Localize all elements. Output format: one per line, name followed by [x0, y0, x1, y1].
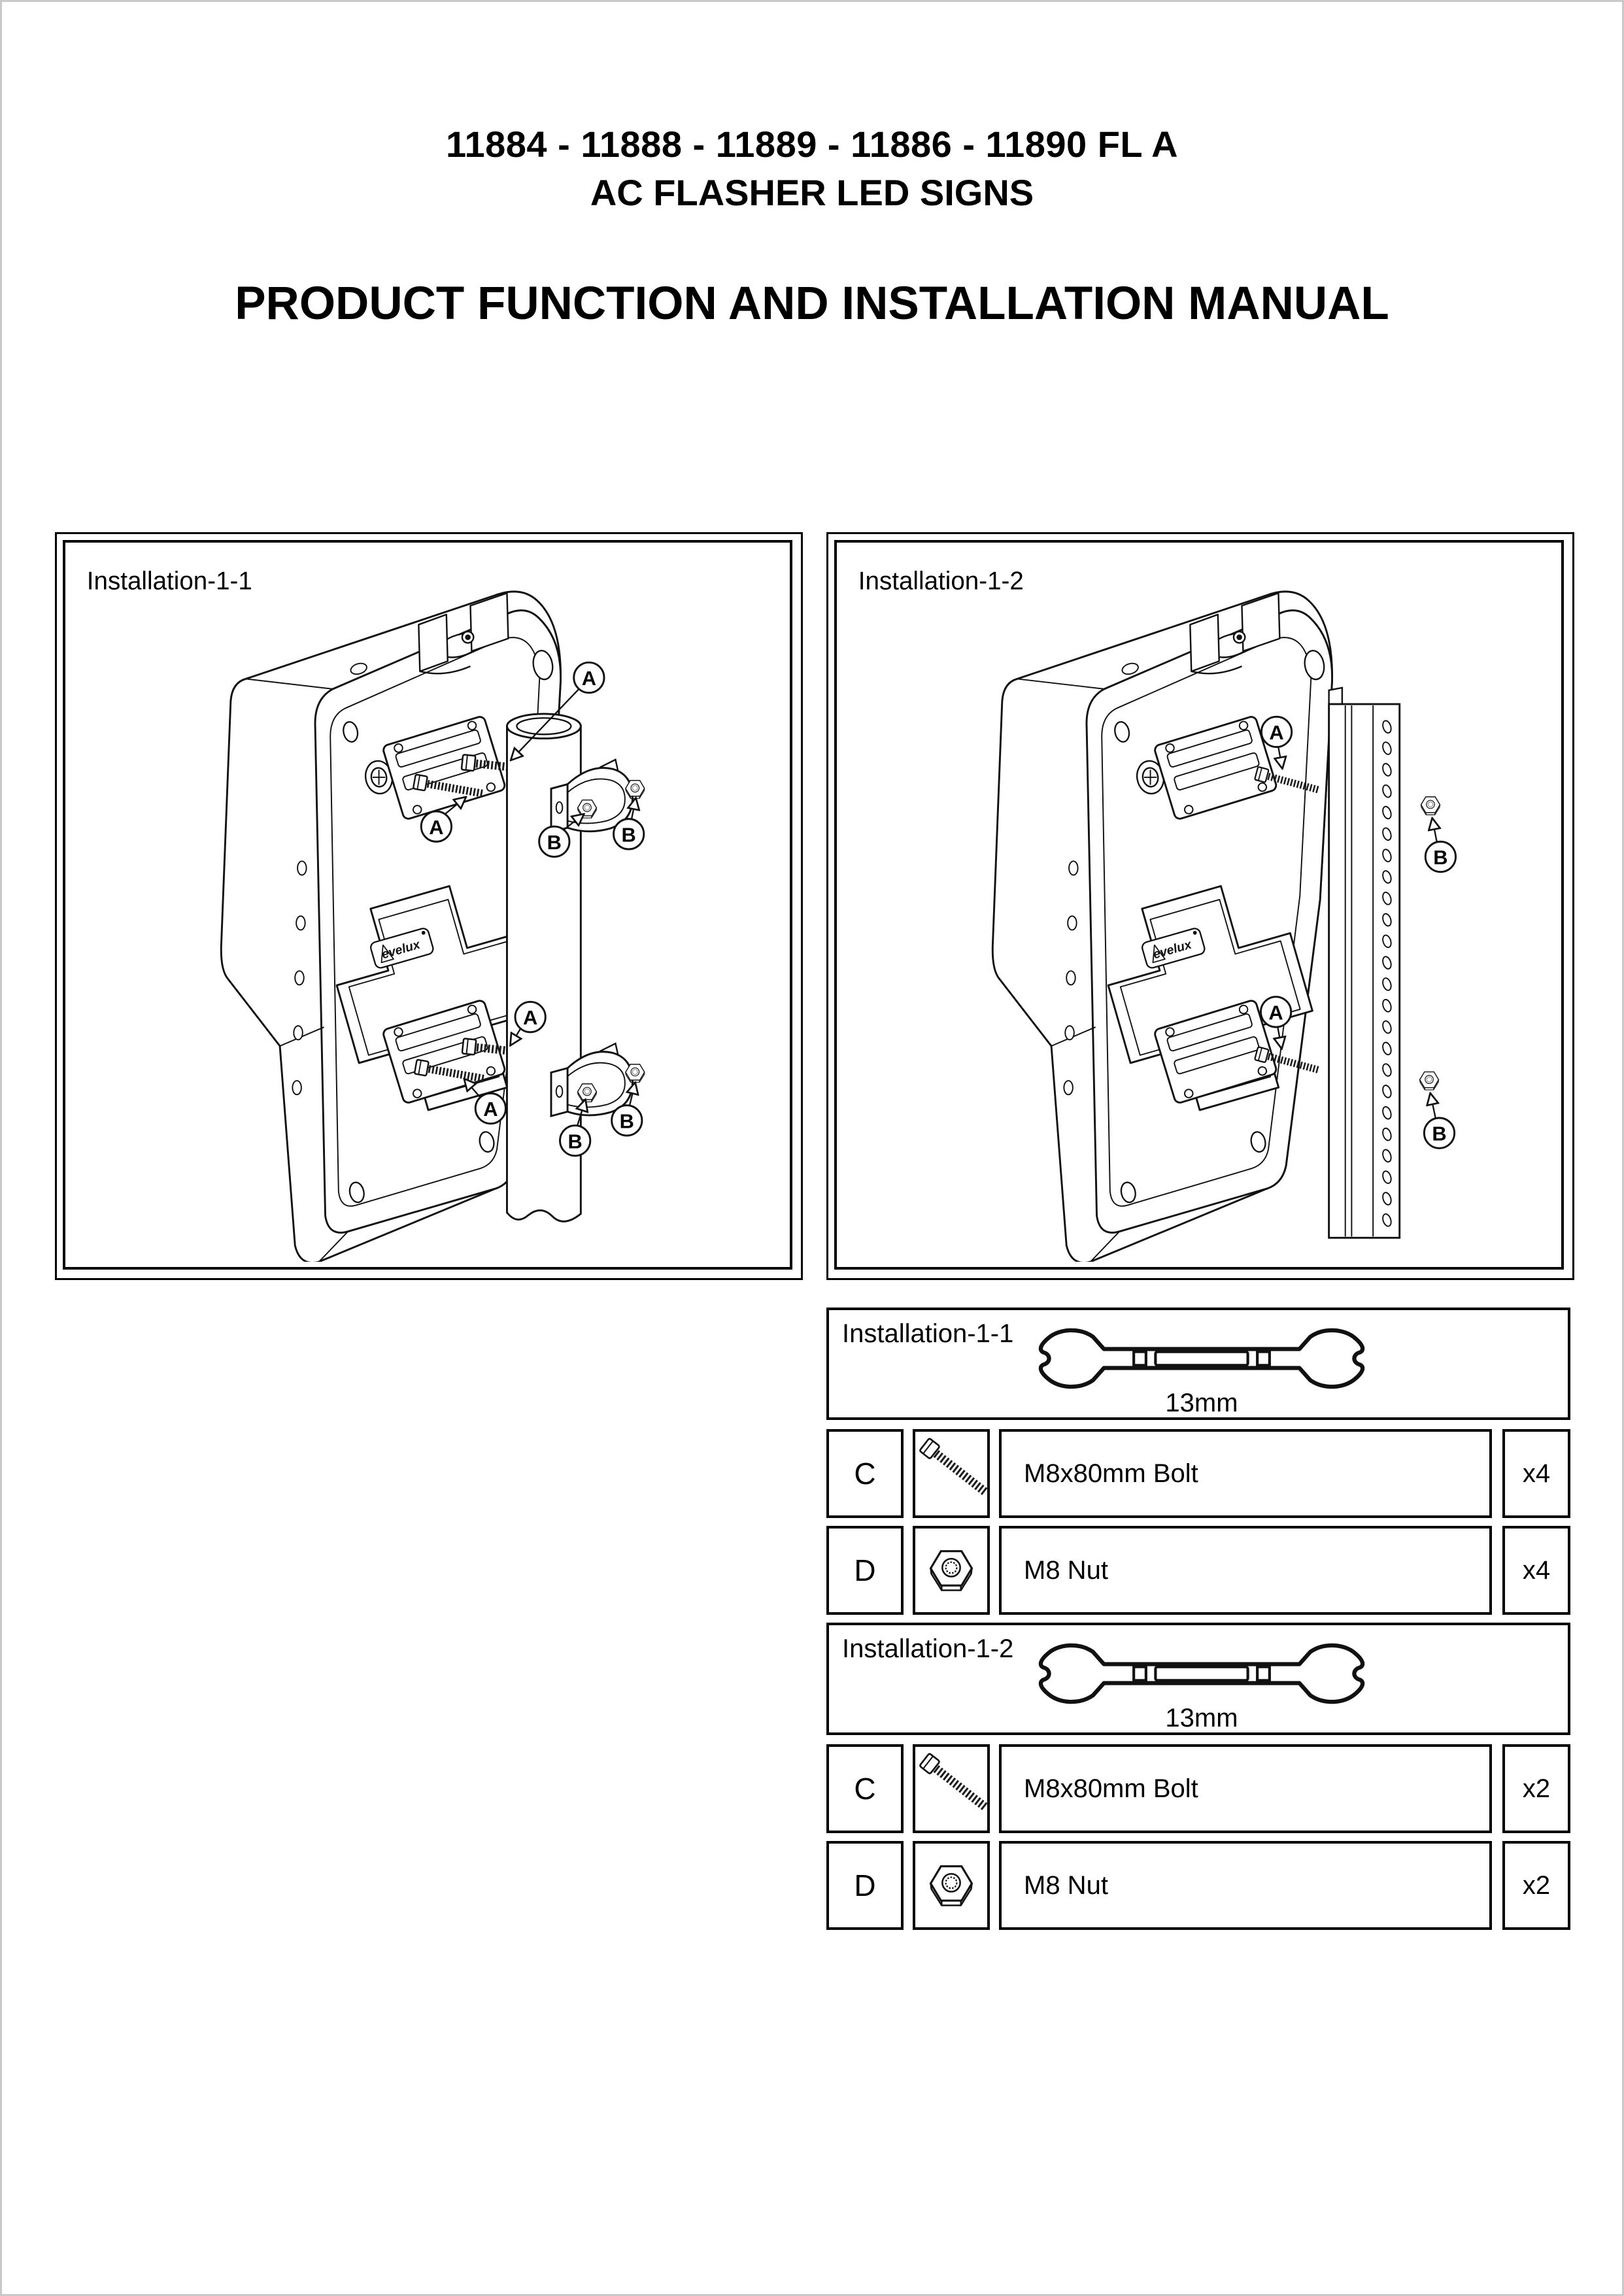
hex-bolt-icon — [915, 1432, 987, 1515]
open-end-wrench-icon — [1025, 1641, 1378, 1706]
post-hole-column — [1382, 720, 1392, 1227]
svg-text:B: B — [547, 831, 562, 854]
callout-a: A — [1259, 996, 1293, 1028]
callout-b: B — [613, 818, 645, 851]
svg-text:B: B — [622, 823, 636, 846]
part-quantity: x2 — [1502, 1744, 1570, 1833]
svg-text:A: A — [1268, 1001, 1283, 1024]
callout-leaders — [444, 688, 635, 1127]
installation-1-2-figure: Installation-1-2 evelux — [826, 532, 1574, 1280]
part-description: M8x80mm Bolt — [999, 1744, 1492, 1833]
callout-balloons: A A A A B B B B — [420, 661, 645, 1157]
hex-bolt-icon — [915, 1747, 987, 1831]
callout-leaders — [1277, 747, 1436, 1119]
hex-nut-icon — [929, 1865, 973, 1907]
callout-b: B — [611, 1104, 643, 1137]
parts-row-nut: D M8 Nut x4 — [826, 1526, 1570, 1615]
part-description: M8 Nut — [999, 1841, 1492, 1930]
callout-a: A — [573, 661, 605, 694]
installation-1-1-frame: Installation-1-1 evelux — [63, 540, 792, 1270]
sign-cabinet-drawing: evelux — [992, 592, 1332, 1262]
part-key: D — [826, 1526, 904, 1615]
callout-b: B — [1423, 1117, 1456, 1149]
hex-nut-icon — [929, 1550, 973, 1592]
model-numbers-title: 11884 - 11888 - 11889 - 11886 - 11890 FL… — [445, 124, 1179, 165]
part-icon-cell — [913, 1841, 990, 1930]
callout-a: A — [1260, 715, 1293, 749]
callout-a: A — [474, 1092, 507, 1125]
part-key: C — [826, 1744, 904, 1833]
product-name-title: AC FLASHER LED SIGNS — [590, 172, 1034, 213]
open-end-wrench-icon — [1025, 1326, 1378, 1391]
part-quantity: x4 — [1502, 1429, 1570, 1518]
callout-b: B — [538, 825, 571, 858]
figure-label: Installation-1-2 — [858, 567, 1024, 595]
parts-section-installation-1-2: Installation-1-2 13mm — [826, 1623, 1570, 1735]
callout-a: A — [514, 1001, 547, 1034]
part-key: C — [826, 1429, 904, 1518]
part-icon-cell — [913, 1744, 990, 1833]
parts-row-bolt: C M8x80mm Bolt x2 — [826, 1744, 1570, 1833]
callout-a: A — [420, 810, 452, 843]
part-key: D — [826, 1841, 904, 1930]
svg-text:B: B — [1433, 846, 1447, 869]
callout-b: B — [1424, 840, 1457, 873]
pole-mount-diagram: Installation-1-1 evelux — [87, 567, 645, 1262]
parts-section-label: Installation-1-2 — [842, 1634, 1014, 1663]
figure-label: Installation-1-1 — [87, 567, 252, 595]
part-icon-cell — [913, 1526, 990, 1615]
parts-row-bolt: C M8x80mm Bolt x4 — [826, 1429, 1570, 1518]
parts-row-nut: D M8 Nut x2 — [826, 1841, 1570, 1930]
channel-post-mount-diagram: Installation-1-2 evelux — [858, 567, 1457, 1262]
part-description: M8x80mm Bolt — [999, 1429, 1492, 1518]
part-icon-cell — [913, 1429, 990, 1518]
part-quantity: x2 — [1502, 1841, 1570, 1930]
svg-text:B: B — [568, 1130, 583, 1153]
callout-b: B — [559, 1124, 592, 1157]
svg-text:A: A — [523, 1006, 537, 1029]
svg-text:A: A — [1269, 721, 1283, 744]
parts-section-label: Installation-1-1 — [842, 1319, 1014, 1348]
wrench-size-label: 13mm — [1165, 1389, 1238, 1417]
page-heading: PRODUCT FUNCTION AND INSTALLATION MANUAL — [235, 278, 1389, 329]
svg-text:B: B — [620, 1109, 634, 1132]
callout-balloons: A A B B — [1259, 715, 1457, 1149]
parts-section-installation-1-1: Installation-1-1 13mm — [826, 1308, 1570, 1420]
sign-cabinet-drawing: evelux — [221, 592, 560, 1262]
svg-text:B: B — [1432, 1123, 1446, 1145]
svg-text:A: A — [582, 667, 596, 690]
u-channel-post — [1328, 686, 1401, 1239]
wrench-size-label: 13mm — [1165, 1704, 1238, 1732]
installation-1-1-figure: Installation-1-1 evelux — [55, 532, 803, 1280]
svg-text:A: A — [483, 1098, 498, 1121]
svg-text:A: A — [429, 816, 443, 839]
part-quantity: x4 — [1502, 1526, 1570, 1615]
installation-1-2-frame: Installation-1-2 evelux — [834, 540, 1564, 1270]
part-description: M8 Nut — [999, 1526, 1492, 1615]
